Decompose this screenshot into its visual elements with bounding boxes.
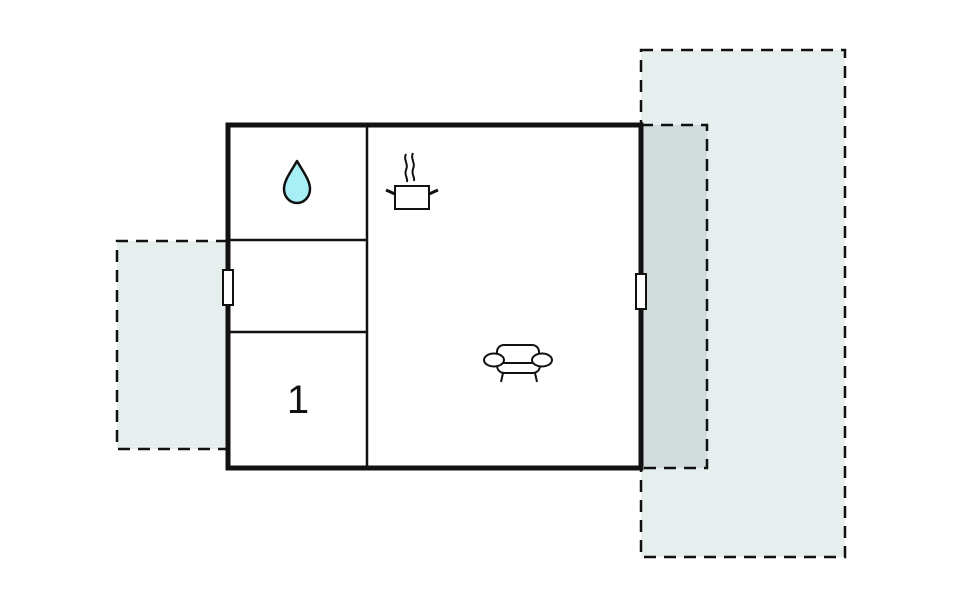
left-door[interactable]: [222, 269, 234, 306]
left-patio: [115, 239, 228, 451]
right-door[interactable]: [635, 273, 647, 310]
armchair-icon: [483, 344, 553, 383]
interior-walls: [228, 125, 369, 468]
right-covered-terrace: [641, 123, 709, 470]
cooking-pot-icon: [385, 152, 439, 210]
water-drop-icon: [282, 159, 312, 205]
bedroom-number-label: 1: [287, 378, 309, 422]
